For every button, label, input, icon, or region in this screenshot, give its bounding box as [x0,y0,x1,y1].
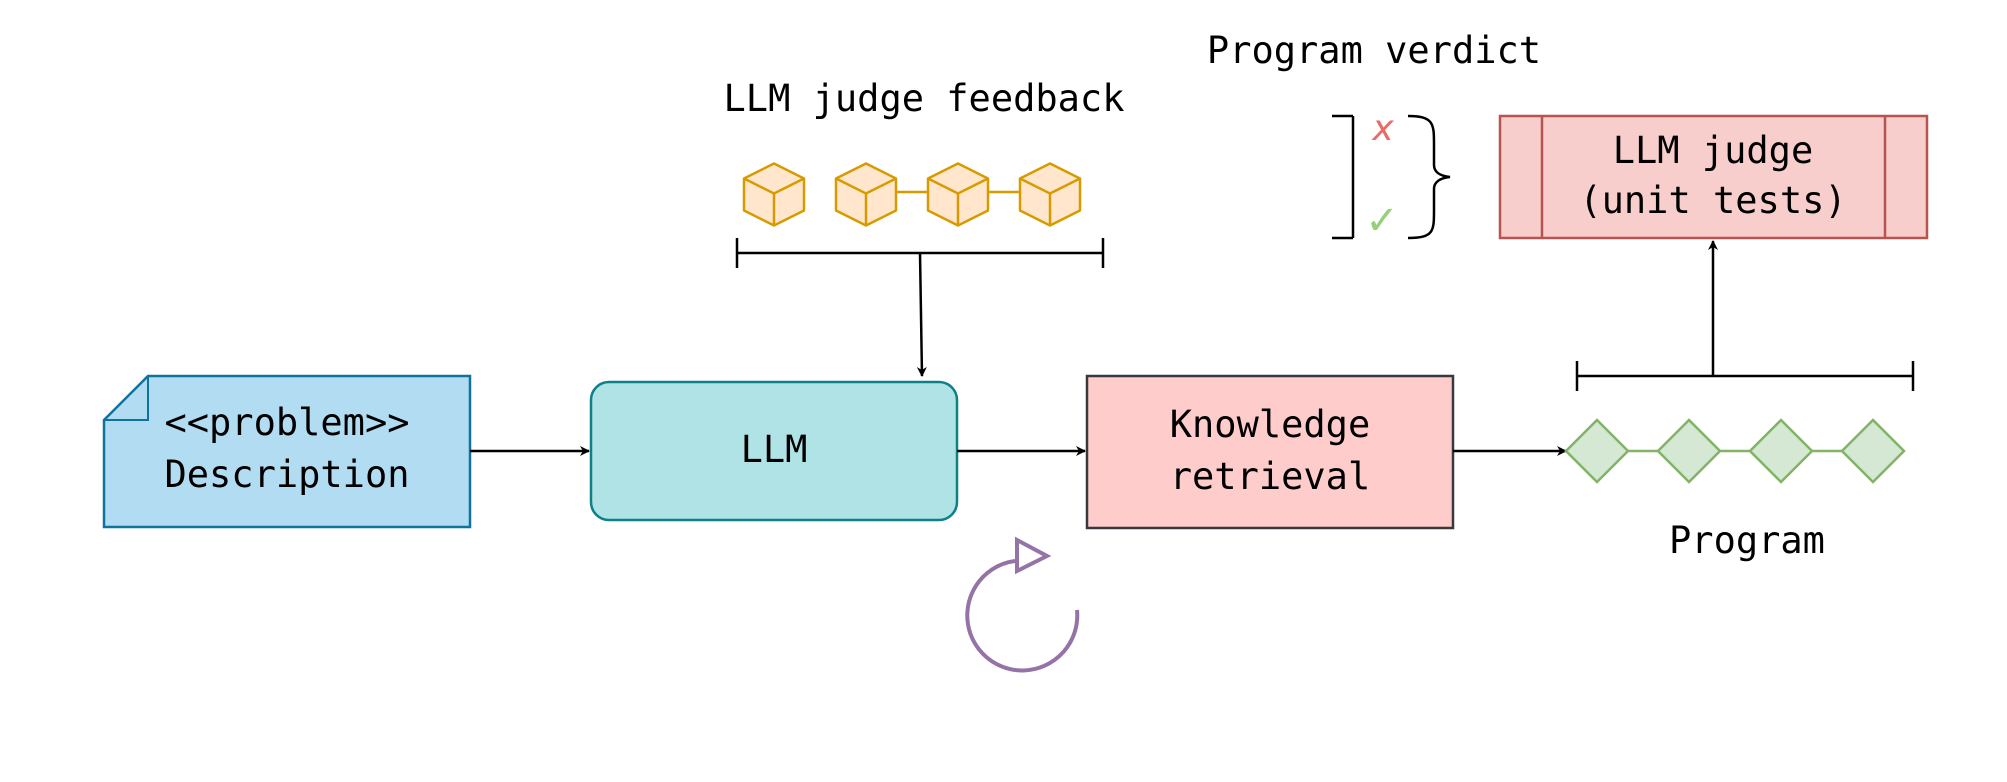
judge-line2: (unit tests) [1579,179,1846,222]
loop-icon [965,536,1080,673]
problem-description-node[interactable]: <<problem>> Description [102,374,472,529]
program-diamonds [1564,418,1906,484]
problem-line1: <<problem>> [164,401,409,444]
pass-mark: ✓ [1365,198,1399,244]
verdict-bracket [1332,114,1355,240]
knowledge-box [1085,374,1455,530]
problem-note-shape [102,374,472,529]
knowledge-line2: retrieval [1170,455,1370,498]
llm-judge-node[interactable]: LLM judge (unit tests) [1498,114,1929,240]
feedback-cube-icon [926,162,990,227]
feedback-cube-icon [742,162,806,227]
program-diamond-icon [1748,418,1814,484]
knowledge-retrieval-node[interactable]: Knowledge retrieval [1085,374,1455,530]
llm-label: LLM [741,428,808,471]
program-diamond-icon [1656,418,1722,484]
arrow-feedback-to-llm [916,252,927,377]
fail-mark: x [1371,108,1394,149]
program-label: Program [1669,519,1825,562]
feedback-title: LLM judge feedback [724,77,1125,120]
knowledge-line1: Knowledge [1170,403,1370,446]
note-corner-fold [104,376,149,421]
feedback-cube-icon [1018,162,1082,227]
program-diamond-icon [1564,418,1630,484]
program-diamond-icon [1840,418,1906,484]
judge-line1: LLM judge [1613,129,1813,172]
judge-box [1498,114,1929,240]
feedback-cube-icon [834,162,898,227]
verdict-curly-brace [1407,114,1451,240]
problem-line2: Description [164,453,409,496]
llm-node[interactable]: LLM [589,380,959,522]
feedback-cubes [742,162,1082,227]
verdict-title: Program verdict [1207,29,1541,72]
program-bracket [1575,361,1915,391]
